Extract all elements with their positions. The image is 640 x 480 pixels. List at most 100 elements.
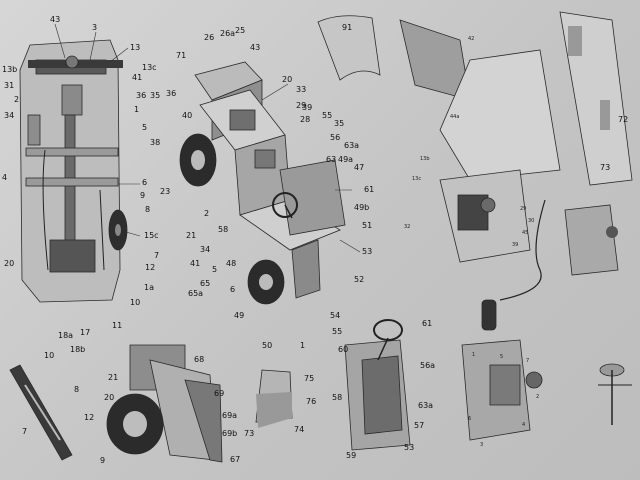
part-label-42: 42 [468, 36, 474, 42]
part-label-2: 2 [14, 95, 19, 104]
part-label-49: 49 [234, 311, 244, 320]
cable-plug [481, 299, 497, 331]
part-label-2b: 2 [204, 209, 209, 218]
part-label-18b: 18b [70, 345, 85, 354]
engine-block: 1 2 3 4 5 6 7 [461, 339, 543, 448]
part-label-63a-b: 63a [418, 401, 433, 410]
part-label-28: 28 [300, 115, 310, 124]
part-label-51: 51 [362, 221, 372, 230]
part-label-18a: 18a [58, 331, 73, 340]
part-label-20c: 20 [104, 393, 114, 402]
part-label-54: 54 [330, 311, 340, 320]
part-label-6: 6 [142, 178, 147, 187]
part-label-49a: 49a [338, 155, 353, 164]
part-label-47: 47 [354, 163, 364, 172]
part-label-72: 72 [618, 115, 628, 124]
part-label-56: 56 [330, 133, 340, 142]
part-label-8: 8 [145, 205, 150, 214]
part-label-20b: 20 [282, 75, 292, 84]
cable [499, 199, 546, 301]
part-label-26: 26 [204, 33, 214, 42]
part-label-43: 43 [50, 15, 60, 24]
part-label-73: 73 [600, 163, 610, 172]
part-label-76: 76 [306, 397, 316, 406]
part-label-58b: 58 [332, 393, 342, 402]
part-label-10: 10 [130, 298, 140, 307]
part-label-12: 12 [145, 263, 155, 272]
part-label-63: 63 [326, 155, 336, 164]
part-label-50: 50 [262, 341, 272, 350]
part-label-20: 20 [4, 259, 14, 268]
gear-detail [598, 363, 632, 425]
part-label-10b: 10 [44, 351, 54, 360]
part-label-1: 1 [134, 105, 139, 114]
part-label-61: 61 [364, 185, 374, 194]
part-label-29-detail: 29 [520, 206, 526, 212]
part-label-13c-detail: 13c [412, 176, 421, 182]
part-label-65a: 65a [188, 289, 203, 298]
part-label-21: 21 [186, 231, 196, 240]
part-label-61b: 61 [422, 319, 432, 328]
part-label-35b: 35 [334, 119, 344, 128]
part-label-1b: 1 [300, 341, 305, 350]
perspective-vehicle [179, 61, 346, 305]
part-label-6b: 6 [230, 285, 235, 294]
part-label-40: 40 [182, 111, 192, 120]
part-label-31: 31 [4, 81, 14, 90]
part-label-52: 52 [354, 275, 364, 284]
part-label-7b: 7 [22, 427, 27, 436]
part-label-6c: 6 [468, 416, 471, 422]
part-label-4c: 4 [522, 422, 525, 428]
part-label-67: 67 [230, 455, 240, 464]
part-label-38: 38 [150, 138, 160, 147]
part-label-91: 91 [342, 23, 352, 32]
part-label-34: 34 [4, 111, 14, 120]
part-label-41b: 41 [190, 259, 200, 268]
part-label-8b: 8 [74, 385, 79, 394]
part-label-9b: 9 [100, 456, 105, 465]
trailer: 20 21 68 69 69a 69b 67 [104, 344, 240, 464]
part-label-26a: 26a [220, 29, 235, 38]
body-panel-parts [399, 11, 633, 276]
part-label-65: 65 [200, 279, 210, 288]
part-label-33: 33 [296, 85, 306, 94]
part-label-5b: 5 [212, 265, 217, 274]
part-label-4: 4 [2, 173, 7, 182]
part-label-35: 35 [150, 91, 160, 100]
part-label-5: 5 [142, 123, 147, 132]
part-label-59: 59 [346, 451, 356, 460]
part-label-1a: 1a [144, 283, 154, 292]
part-label-7: 7 [154, 251, 159, 260]
part-label-7c: 7 [526, 358, 529, 364]
part-label-55b: 55 [332, 327, 342, 336]
part-label-39-detail: 39 [512, 242, 518, 248]
part-label-21c: 21 [108, 373, 118, 382]
part-label-3c: 3 [480, 442, 483, 448]
part-label-1c: 1 [472, 352, 475, 358]
part-label-69b: 69b [222, 429, 237, 438]
part-label-13c: 13c [142, 63, 157, 72]
part-label-57: 57 [414, 421, 424, 430]
top-view-chassis [19, 39, 128, 303]
part-label-74: 74 [294, 425, 304, 434]
part-label-68: 68 [194, 355, 204, 364]
part-91: 91 [317, 15, 381, 81]
part-label-45: 45 [522, 230, 528, 236]
box-part: 75 76 74 73 [244, 369, 316, 438]
part-label-44a: 44a [450, 114, 459, 120]
part-label-34b: 34 [200, 245, 210, 254]
part-label-56a: 56a [420, 361, 435, 370]
part-label-69: 69 [214, 389, 224, 398]
part-label-53b: 53 [404, 443, 414, 452]
part-label-36b: 36 [166, 89, 176, 98]
part-label-36: 36 [136, 91, 146, 100]
part-label-60: 60 [338, 345, 348, 354]
part-label-11: 11 [112, 321, 122, 330]
part-label-58: 58 [218, 225, 228, 234]
part-label-43b: 43 [250, 43, 260, 52]
part-label-5c: 5 [500, 354, 503, 360]
part-label-13b-detail: 13b [420, 156, 430, 162]
part-label-9: 9 [140, 191, 145, 200]
part-label-15c: 15c [144, 231, 159, 240]
